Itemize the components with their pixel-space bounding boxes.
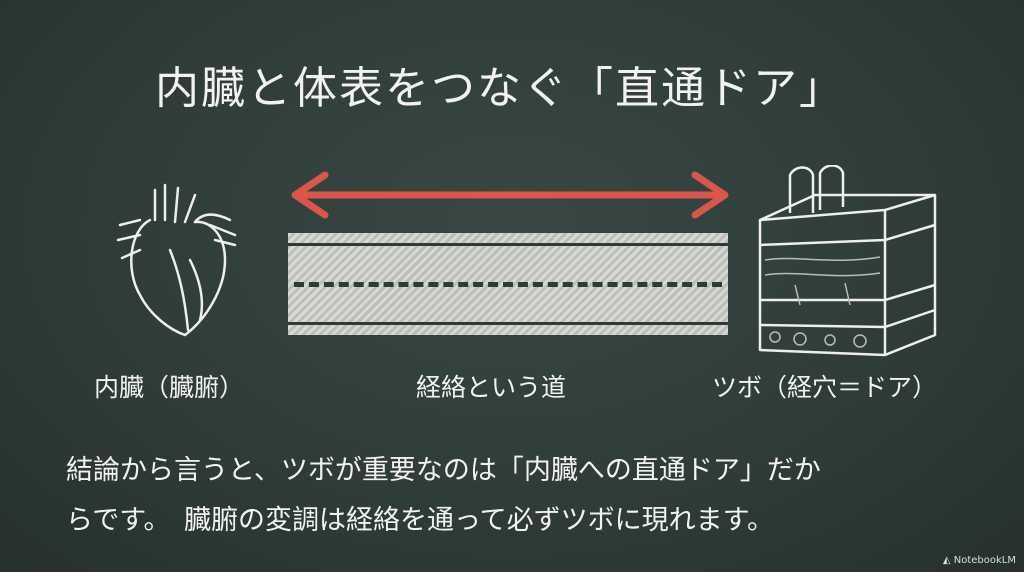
bidirectional-arrow (291, 171, 729, 219)
skin-block-door-illustration (758, 165, 937, 357)
meridian-label: 経絡という道 (416, 373, 567, 402)
caption: 結論から言うと、ツボが重要なのは「内臓への直通ドア」だか らです。 臓腑の変調は… (66, 446, 966, 546)
caption-line-1: 結論から言うと、ツボが重要なのは「内臓への直通ドア」だか (66, 455, 821, 486)
organ-label: 内臓（臓腑） (94, 373, 245, 402)
caption-line-2: らです。 臓腑の変調は経絡を通って必ずツボに現れます。 (66, 505, 774, 536)
watermark: ◭ NotebookLM (943, 555, 1016, 566)
acupoint-label: ツボ（経穴＝ドア） (712, 373, 938, 402)
slide-title: 内臓と体表をつなぐ「直通ドア」 (155, 63, 845, 114)
meridian-road (288, 233, 728, 335)
heart-illustration (116, 183, 237, 337)
notebooklm-logo-icon: ◭ (942, 555, 954, 566)
watermark-text: NotebookLM (953, 555, 1016, 566)
